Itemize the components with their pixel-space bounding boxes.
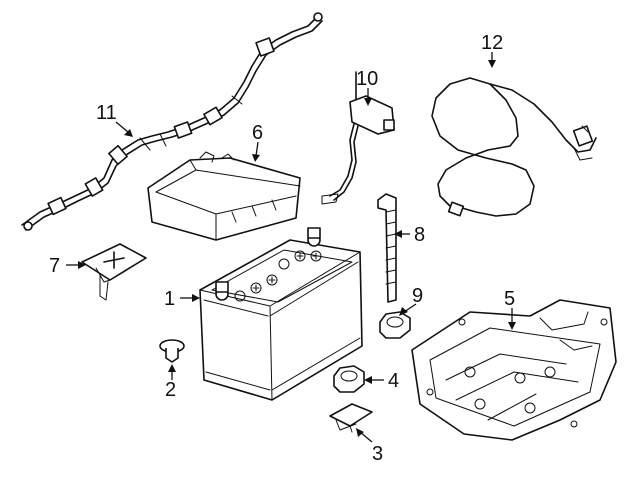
callout-4: 4 (388, 370, 399, 392)
callout-leaders (66, 52, 516, 443)
part-11-wiring-harness (21, 12, 323, 231)
callout-labels: 1 2 3 4 5 6 7 8 9 10 11 12 (49, 32, 515, 465)
part-7-bracket (81, 243, 147, 301)
part-1-battery (199, 227, 363, 401)
part-8-hold-down-rod (377, 193, 397, 303)
callout-9: 9 (412, 285, 423, 307)
part-6-battery-cover (147, 151, 301, 241)
part-3-hold-down-clamp (329, 403, 373, 433)
part-2-push-pin (159, 339, 185, 363)
callout-3: 3 (372, 443, 383, 465)
callout-6: 6 (252, 122, 263, 144)
callout-1: 1 (164, 288, 175, 310)
callout-11: 11 (96, 102, 117, 124)
callout-10: 10 (356, 68, 378, 90)
callout-8: 8 (414, 224, 425, 246)
part-10-battery-cable (321, 71, 395, 205)
part-5-battery-tray (411, 299, 617, 441)
callout-2: 2 (165, 379, 176, 401)
part-12-battery-cable-long (431, 77, 597, 217)
part-9-nut (379, 311, 411, 339)
part-4-nut (333, 365, 365, 393)
callout-12: 12 (481, 32, 503, 54)
callout-5: 5 (504, 288, 515, 310)
callout-7: 7 (49, 255, 60, 277)
